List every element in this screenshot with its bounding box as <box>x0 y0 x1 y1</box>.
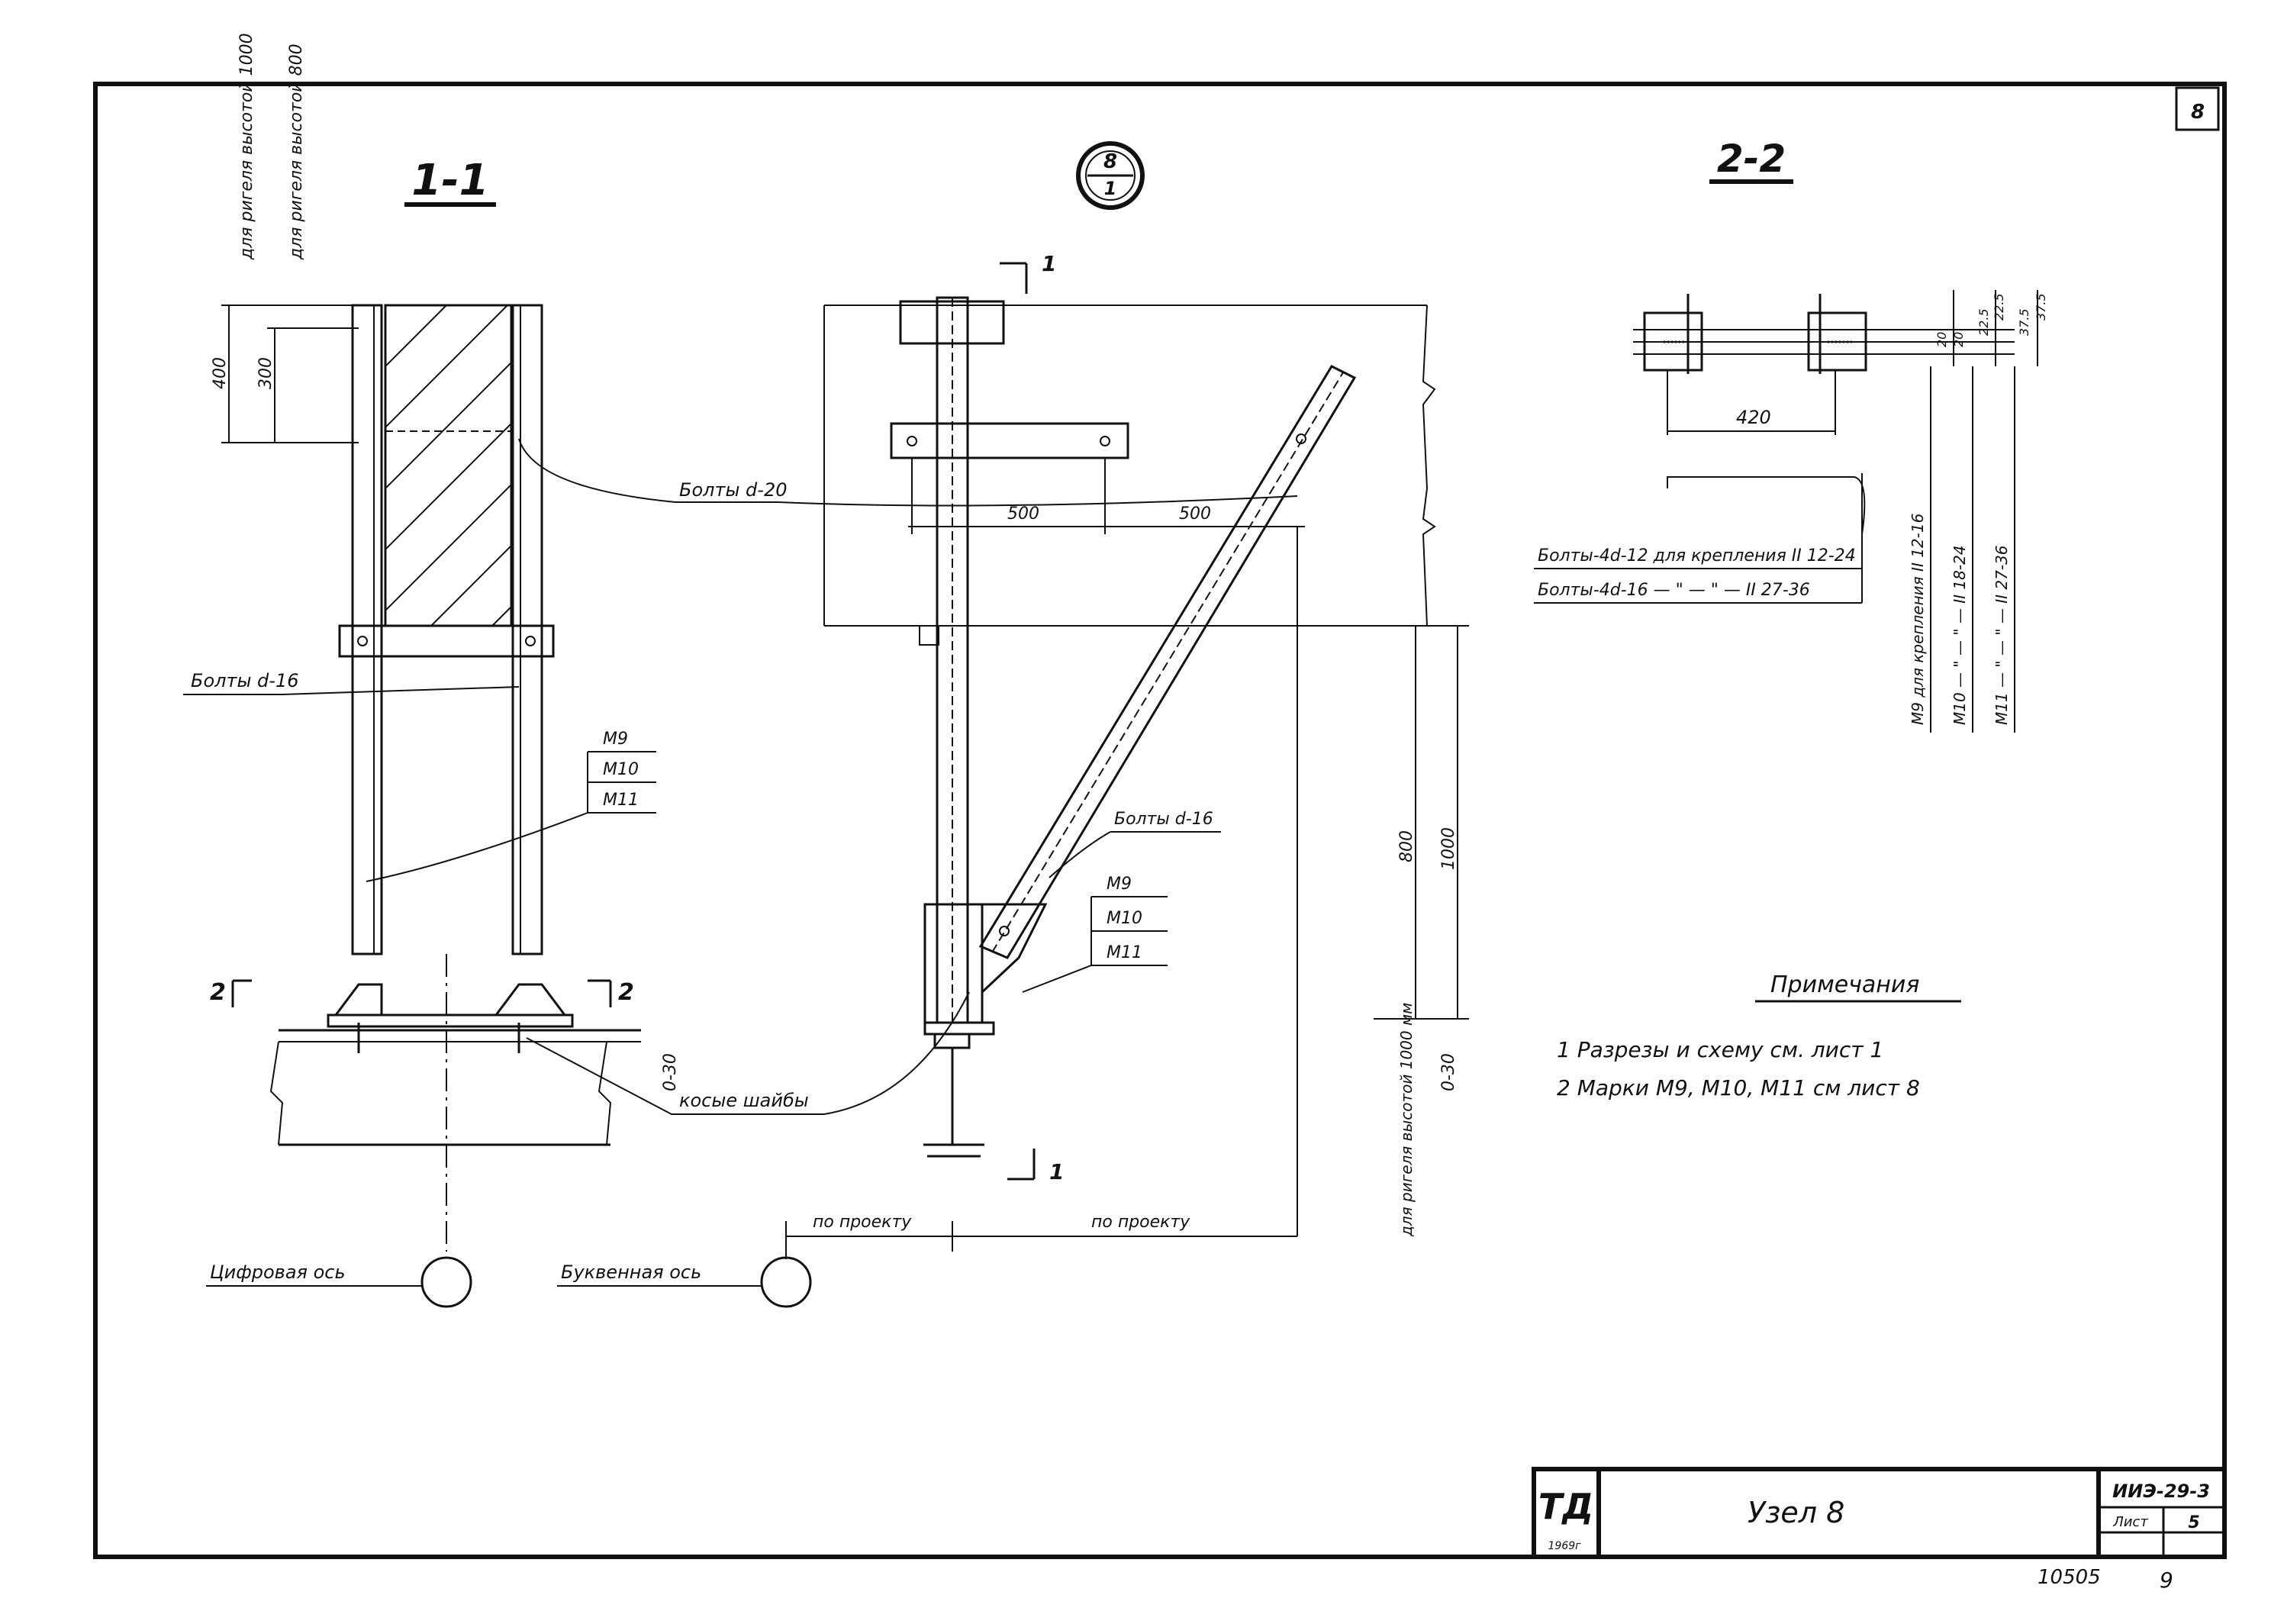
title-year: 1969г <box>1548 1540 1582 1552</box>
dim-300: 300 <box>256 357 275 389</box>
section-1-mark-bottom: 1 <box>1049 1159 1064 1184</box>
oblique-washers-label: косые шайбы <box>679 1090 809 1111</box>
notes-block: Примечания 1 Разрезы и схему см. лист 1 … <box>1557 972 1961 1100</box>
col-label-m11: M11 — " — " — II 27-36 <box>1992 545 2011 725</box>
left-mark-m10: M10 <box>603 760 639 779</box>
dim-420: 420 <box>1736 407 1771 428</box>
note-2: 2 Марки М9, М10, М11 см лист 8 <box>1557 1075 1920 1100</box>
title-logo: ТД <box>1538 1486 1593 1527</box>
dim-row2-b: 22.5 <box>1992 293 2006 321</box>
bolts-line-2: Болты-4d-16 — " — " — II 27-36 <box>1538 581 1810 600</box>
node-marker-top: 8 <box>1103 150 1117 173</box>
middle-dim-0-30: 0-30 <box>1439 1053 1458 1091</box>
corner-number: 8 <box>2191 101 2205 124</box>
letter-axis-label: Буквенная ось <box>561 1262 701 1283</box>
left-mark-m9: M9 <box>603 730 628 749</box>
page-number: 9 <box>2160 1568 2173 1593</box>
by-project-2: по проекту <box>1091 1213 1190 1232</box>
label-riser-1000: для ригеля высотой 1000 <box>237 33 256 260</box>
bolts-d16-label-middle: Болты d-16 <box>1114 810 1213 829</box>
section-2-title: 2-2 <box>1717 137 1786 181</box>
digit-axis-label: Цифровая ось <box>210 1262 346 1283</box>
dim-row2-a: 22.5 <box>1976 308 1991 336</box>
middle-mark-m11: M11 <box>1107 943 1142 962</box>
by-project-1: по проекту <box>813 1213 912 1232</box>
riser-label-1000mm: для ригеля высотой 1000 мм <box>1397 1003 1416 1237</box>
dim-row1-a: 20 <box>1934 332 1949 347</box>
section-2-mark-right: 2 <box>618 979 634 1006</box>
node-marker-bottom: 1 <box>1104 178 1117 199</box>
dim-row3-a: 37.5 <box>2017 308 2031 336</box>
section-1-title: 1-1 <box>411 156 488 205</box>
corner-number-box <box>2175 86 2220 131</box>
archive-number: 10505 <box>2038 1566 2101 1589</box>
col-label-m10: M10 — " — " — II 18-24 <box>1951 545 1969 725</box>
dim-400: 400 <box>211 357 230 389</box>
dim-1000: 1000 <box>1439 827 1458 870</box>
middle-mark-m9: M9 <box>1107 875 1132 894</box>
title-sheet-label: Лист <box>2112 1514 2148 1530</box>
section-2-2-view: 2-2 420 20 20 22.5 22.5 37.5 <box>1534 137 2048 733</box>
col-label-m9: M9 для крепления II 12-16 <box>1909 514 1927 725</box>
section-2-mark-left: 2 <box>210 979 226 1006</box>
notes-title: Примечания <box>1770 972 1919 998</box>
title-code: ИИЭ-29-3 <box>2112 1481 2210 1502</box>
title-sheet-number: 5 <box>2188 1513 2199 1532</box>
node-marker <box>1076 141 1145 210</box>
dim-row1-b: 20 <box>1951 332 1966 347</box>
dim-500-b: 500 <box>1179 504 1211 524</box>
section-1-mark-top: 1 <box>1042 251 1056 276</box>
note-1: 1 Разрезы и схему см. лист 1 <box>1557 1037 1883 1062</box>
title-name: Узел 8 <box>1748 1496 1844 1529</box>
middle-view: 8 1 1 Болты d-20 500 500 <box>518 141 1469 1259</box>
bolts-line-1: Болты-4d-12 для крепления II 12-24 <box>1538 546 1856 566</box>
dim-row3-b: 37.5 <box>2034 293 2048 321</box>
dim-800: 800 <box>1397 830 1416 862</box>
section-1-1-view: 1-1 для ригеля высотой 1000 для ригеля в… <box>183 33 970 1308</box>
dim-500-a: 500 <box>1007 504 1039 524</box>
left-mark-m11: M11 <box>603 791 639 810</box>
middle-mark-m10: M10 <box>1107 909 1142 928</box>
title-block: ТД 1969г Узел 8 ИИЭ-29-3 Лист 5 <box>1532 1467 2227 1559</box>
bolts-d16-label-left: Болты d-16 <box>191 670 298 691</box>
left-dim-0-30: 0-30 <box>661 1053 680 1091</box>
label-riser-800: для ригеля высотой 800 <box>287 44 306 260</box>
sheet-frame <box>93 82 2227 1559</box>
bolts-d20-label: Болты d-20 <box>679 479 787 501</box>
